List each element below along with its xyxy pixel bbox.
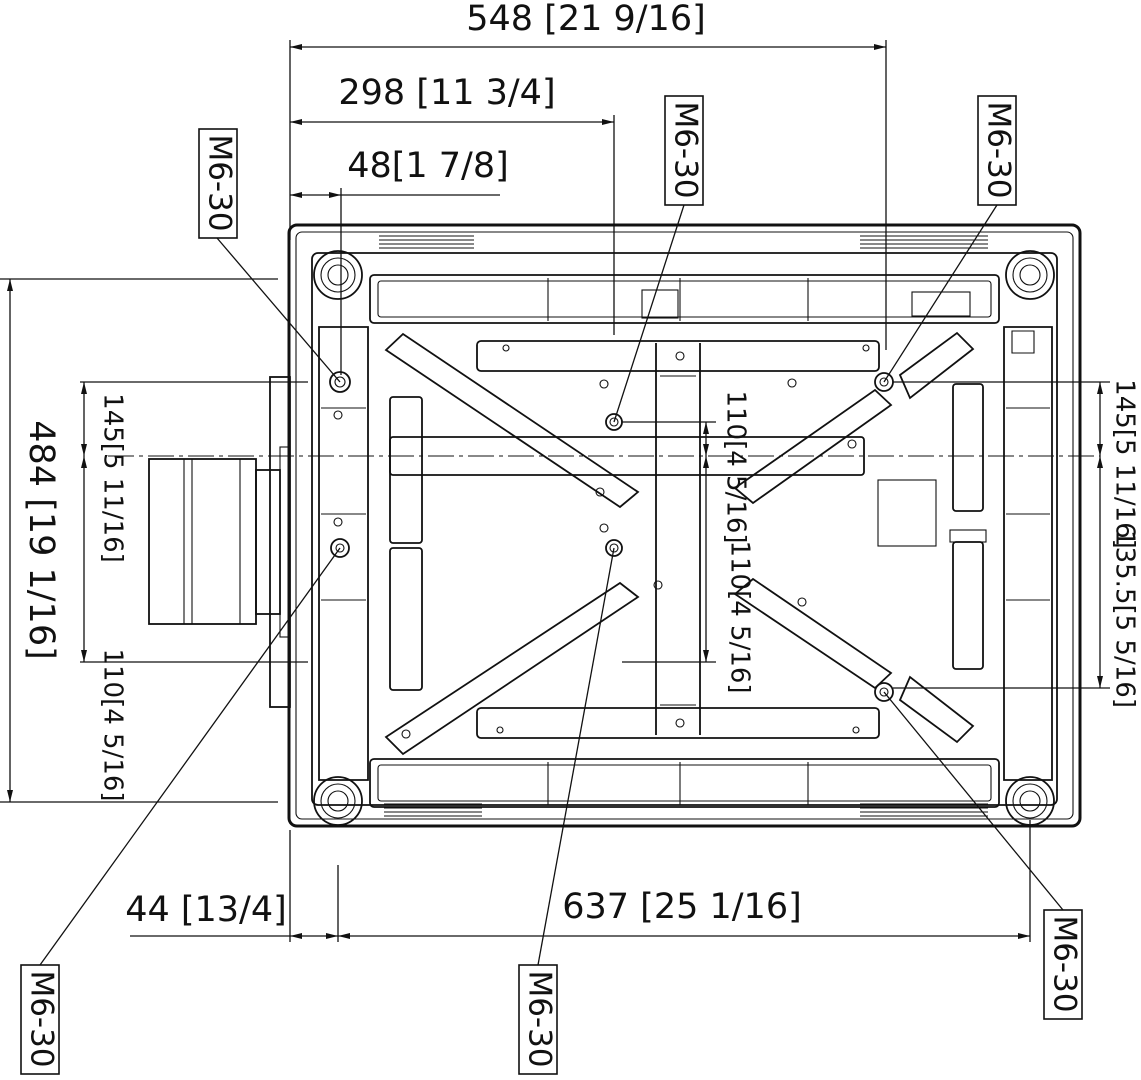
callout-leaders [39, 204, 1064, 966]
dim-left-upper: 145[5 11/16] [98, 393, 128, 563]
foot-top-right [1005, 250, 1055, 300]
callout-top-left: M6-30 [198, 128, 238, 239]
foot-bottom-right [1005, 776, 1055, 826]
vent-grille-bottom-left [384, 803, 482, 817]
dim-overall-depth: 484 [19 1/16] [21, 420, 61, 660]
callout-top-center: M6-30 [664, 95, 704, 206]
mount-hole-center-lower [605, 539, 623, 557]
callout-top-right: M6-30 [977, 95, 1017, 206]
dim-overall-width: 548 [21 9/16] [466, 0, 706, 39]
callout-bottom-center: M6-30 [518, 964, 558, 1075]
mount-hole-right-lower [874, 682, 894, 702]
mount-hole-left-upper [329, 371, 351, 393]
callout-bottom-right: M6-30 [1043, 909, 1083, 1020]
callout-bottom-left: M6-30 [20, 964, 60, 1075]
chassis [287, 223, 1082, 828]
foot-top-left [313, 250, 363, 300]
dim-right-upper: 145[5 11/16] [1110, 379, 1140, 549]
vent-grille-top-right [860, 235, 988, 249]
dimension-lines [0, 40, 1110, 942]
dim-hole-span: 637 [25 1/16] [562, 887, 802, 927]
bottom-channel [369, 758, 1000, 808]
foot-bottom-left [313, 776, 363, 826]
inner-rails [389, 340, 987, 739]
dim-center-offset: 298 [11 3/4] [338, 73, 555, 113]
dim-center-lower: 110[4 5/16] [725, 540, 755, 693]
callout-top-right-label: M6-30 [981, 101, 1017, 198]
callout-bottom-right-label: M6-30 [1047, 915, 1083, 1012]
dim-left-lower: 110[4 5/16] [98, 648, 128, 801]
top-channel [369, 274, 1000, 324]
dim-center-upper: 110[4 5/16] [721, 390, 751, 543]
mount-hole-left-lower [330, 538, 350, 558]
vent-grille-bottom-right [860, 803, 988, 817]
callout-top-left-label: M6-30 [202, 134, 238, 231]
callout-top-center-label: M6-30 [668, 101, 704, 198]
lens-assembly [148, 376, 291, 708]
dim-front-offset: 44 [13/4] [125, 890, 287, 930]
vent-grille-top-left [379, 235, 474, 249]
callout-bottom-center-label: M6-30 [522, 970, 558, 1067]
diagonal-braces [384, 331, 975, 756]
callout-bottom-left-label: M6-30 [24, 970, 60, 1067]
dim-left-hole-offset: 48[1 7/8] [347, 146, 509, 186]
small-holes [333, 344, 870, 739]
dim-right-lower: 135.5[5 5/16] [1110, 530, 1140, 708]
